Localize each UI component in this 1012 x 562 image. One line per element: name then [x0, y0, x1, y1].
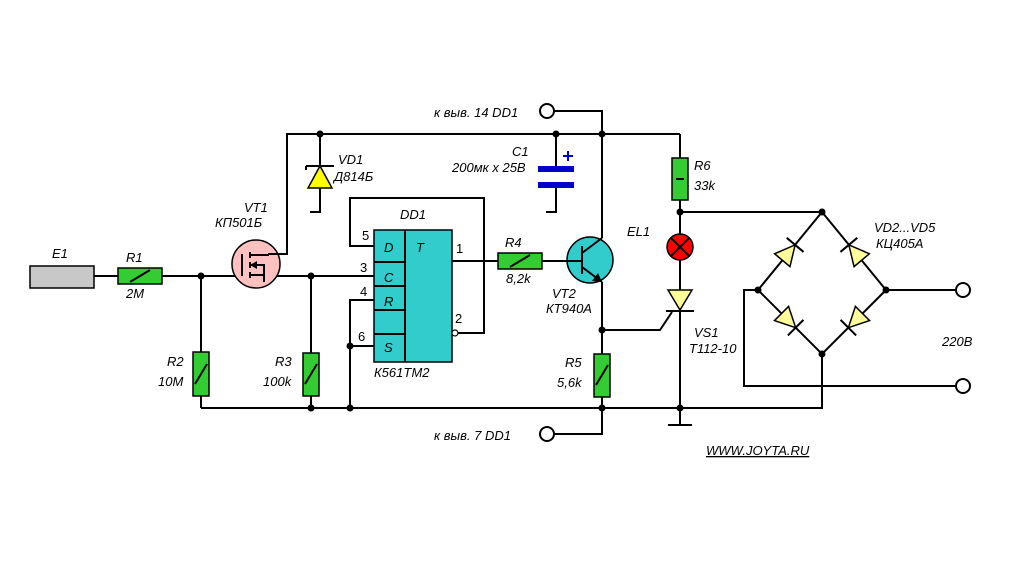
- r3-value: 100k: [263, 374, 293, 389]
- resistor-r3: R3 100k: [263, 352, 320, 397]
- vd1-ref: VD1: [338, 152, 363, 167]
- el1-ref: EL1: [627, 224, 650, 239]
- dd1-pin-s: S: [384, 340, 393, 355]
- dd1-part: К561ТМ2: [374, 365, 430, 380]
- dd1-pin-num-qn: 2: [455, 311, 462, 326]
- mains-label: 220В: [941, 334, 973, 349]
- bridge-part: КЦ405А: [876, 236, 923, 251]
- resistor-r4: R4 8,2k: [497, 235, 543, 286]
- dd1-pin-num-d: 5: [362, 228, 369, 243]
- wires: [94, 110, 956, 435]
- r5-value: 5,6k: [557, 375, 583, 390]
- dd1-pin-c: C: [384, 270, 394, 285]
- resistor-r5: R5 5,6k: [557, 353, 611, 398]
- website-label: WWW.JOYTA.RU: [706, 443, 810, 458]
- thyristor-vs1: VS1 Т112-10: [666, 289, 737, 356]
- r6-ref: R6: [694, 158, 711, 173]
- supply-top-label: к выв. 14 DD1: [434, 105, 518, 120]
- vt2-ref: VT2: [552, 286, 577, 301]
- r2-value: 10M: [158, 374, 183, 389]
- c1-ref: C1: [512, 144, 529, 159]
- supply-bottom-label: к выв. 7 DD1: [434, 428, 511, 443]
- vs1-ref: VS1: [694, 325, 719, 340]
- r1-ref: R1: [126, 250, 143, 265]
- lamp-el1: EL1: [627, 224, 694, 261]
- terminals: к выв. 14 DD1 к выв. 7 DD1 220В: [434, 103, 973, 443]
- r4-ref: R4: [505, 235, 522, 250]
- vs1-part: Т112-10: [689, 341, 737, 356]
- dd1-ref: DD1: [400, 207, 426, 222]
- resistor-r2: R2 10M: [158, 351, 210, 397]
- sensor-e1: E1: [29, 246, 95, 289]
- vt2-part: КТ940А: [546, 301, 592, 316]
- bridge-ref: VD2...VD5: [874, 220, 936, 235]
- zener-vd1: VD1 Д814Б: [305, 152, 374, 189]
- r5-ref: R5: [565, 355, 582, 370]
- dd1-pin-num-c: 3: [360, 260, 367, 275]
- dd1-pin-num-r: 4: [360, 284, 367, 299]
- mosfet-vt1: VT1 КП501Б: [215, 200, 281, 289]
- r3-ref: R3: [275, 354, 292, 369]
- sensor-ref: E1: [52, 246, 68, 261]
- c1-value: 200мк х 25В: [451, 160, 526, 175]
- dd1-pin-t: T: [416, 240, 425, 255]
- capacitor-c1: C1 200мк х 25В: [451, 144, 574, 188]
- diode-bridge: VD2...VD5 КЦ405А: [773, 220, 936, 337]
- r2-ref: R2: [167, 354, 184, 369]
- dd1-pin-d: D: [384, 240, 393, 255]
- vd1-part: Д814Б: [332, 169, 374, 184]
- r6-value: 33k: [694, 178, 716, 193]
- dd1-pin-num-s: 6: [358, 329, 365, 344]
- r4-value: 8,2k: [506, 271, 532, 286]
- resistor-r6: R6 33k: [671, 157, 716, 201]
- dd1-pin-num-q: 1: [456, 241, 463, 256]
- flipflop-dd1: D C R S T 5 3 4 6 1 2 DD1 К561ТМ2: [358, 207, 463, 380]
- resistor-r1: R1 2M: [117, 250, 163, 301]
- vt1-ref: VT1: [244, 200, 268, 215]
- vt1-part: КП501Б: [215, 215, 263, 230]
- r1-value: 2M: [125, 286, 144, 301]
- transistor-vt2: VT2 КТ940А: [546, 236, 614, 316]
- junction-dots: [197, 130, 890, 412]
- dd1-pin-r: R: [384, 294, 393, 309]
